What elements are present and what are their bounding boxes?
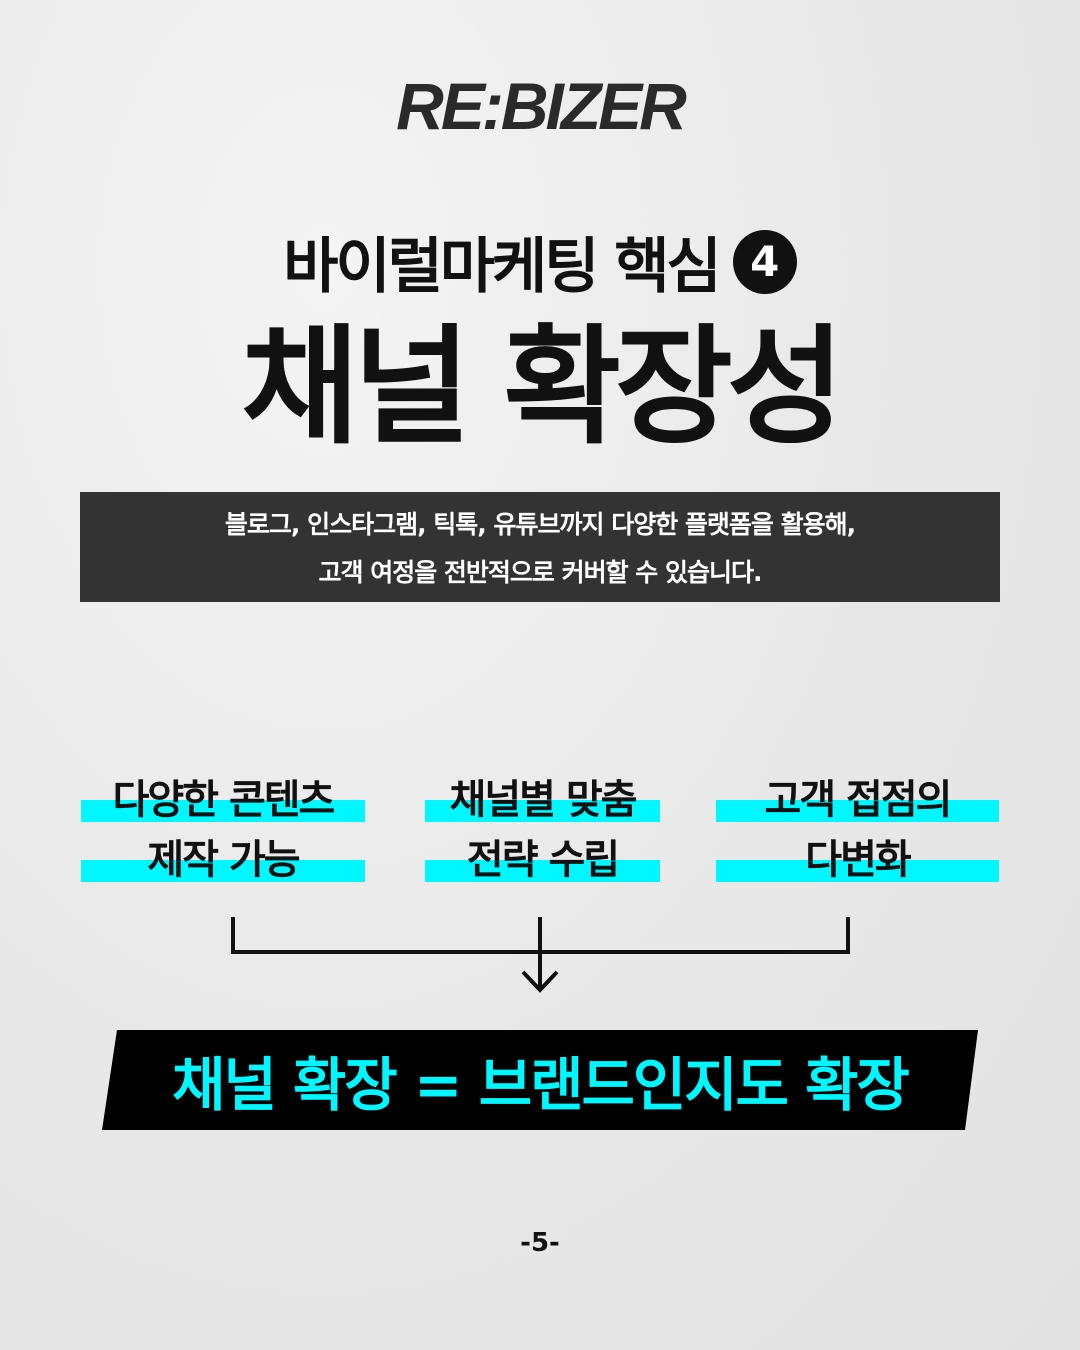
description-box: 블로그, 인스타그램, 틱톡, 유튜브까지 다양한 플랫폼을 활용해, 고객 여… <box>80 492 1000 602</box>
highlight-bar <box>716 800 999 822</box>
point-text: 다변화 <box>805 837 911 883</box>
highlight-bar <box>716 860 999 882</box>
point-text: 채널별 맞춤 <box>449 777 638 823</box>
point-item: 채널별 맞춤 전략 수립 <box>425 772 660 892</box>
page-title: 채널 확장성 <box>241 313 844 462</box>
subtitle: 바이럴마케팅 핵심 4 <box>0 218 1080 305</box>
point-text: 고객 접점의 <box>764 777 953 823</box>
result-banner: 채널 확장 = 브랜드인지도 확장 <box>102 1030 978 1130</box>
banner-background <box>102 1030 978 1130</box>
page-number: -5- <box>520 1228 560 1258</box>
result-text: 채널 확장 = 브랜드인지도 확장 <box>172 1051 910 1119</box>
highlight-bar <box>81 860 365 882</box>
description-line: 블로그, 인스타그램, 틱톡, 유튜브까지 다양한 플랫폼을 활용해, <box>224 510 856 539</box>
highlight-bar <box>425 800 660 822</box>
description-line: 고객 여정을 전반적으로 커버할 수 있습니다. <box>318 558 762 587</box>
number-badge: 4 <box>732 229 797 294</box>
point-item: 다양한 콘텐츠 제작 가능 <box>81 772 365 892</box>
point-item: 고객 접점의 다변화 <box>716 772 999 892</box>
point-text: 제작 가능 <box>147 837 300 883</box>
connector-arrow-icon <box>231 917 850 993</box>
point-text: 전략 수립 <box>466 837 620 883</box>
brand-logo: RE:BIZER <box>396 69 687 143</box>
subtitle-text: 바이럴마케팅 핵심 <box>283 232 721 302</box>
point-text: 다양한 콘텐츠 <box>112 777 336 823</box>
highlight-bar <box>425 860 660 882</box>
highlight-bar <box>81 800 365 822</box>
